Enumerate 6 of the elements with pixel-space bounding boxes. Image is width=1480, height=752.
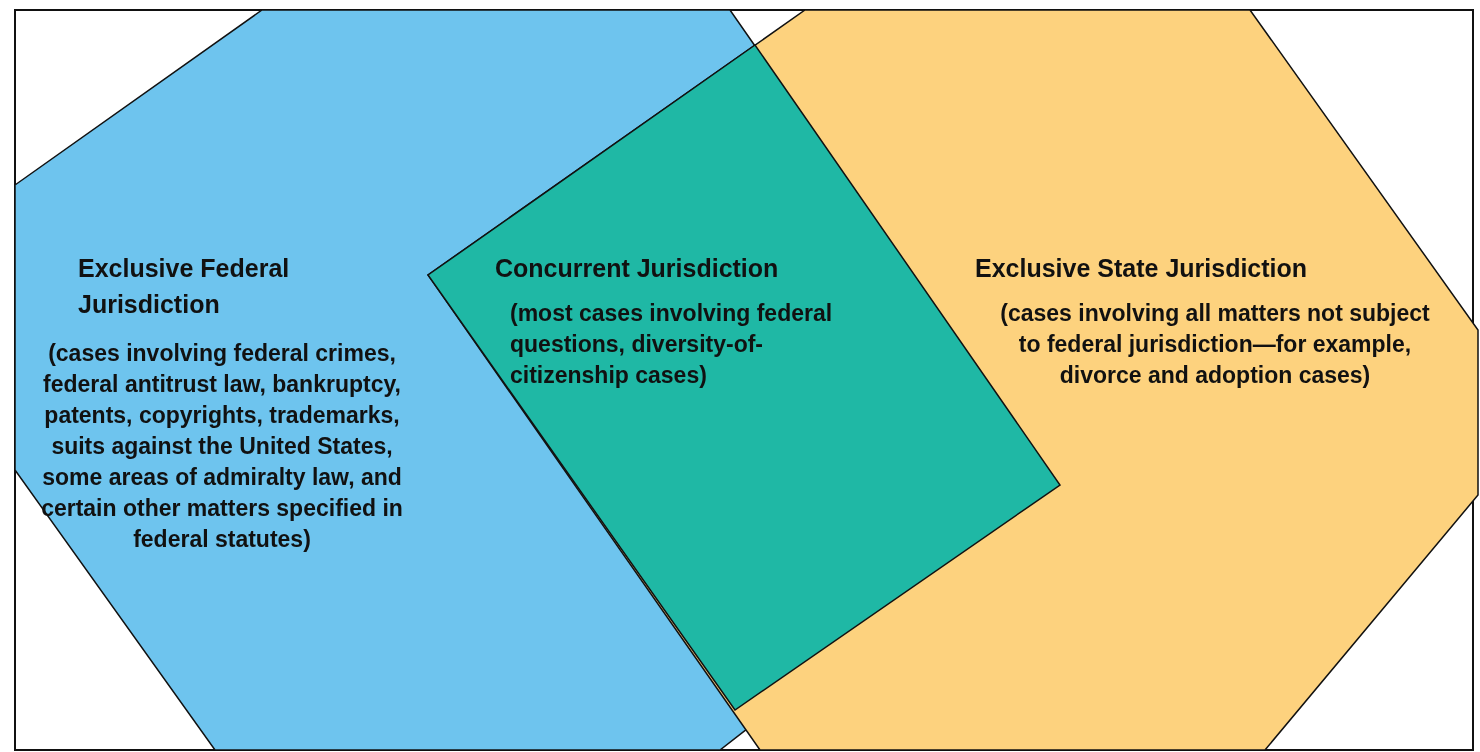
region-description: (most cases involving federal questions, diversity-of-citizenship cases) (510, 299, 834, 390)
region-description: (cases involving federal crimes, federal antitrust law, bankruptcy, patents, copyrights, trademarks, suits against the United States, some areas of admiralty law, and certain other matters specified in federal statutes) (40, 339, 404, 554)
region-heading: Exclusive State Jurisdiction (975, 253, 1309, 284)
region-heading: Concurrent Jurisdiction (495, 253, 780, 284)
region-description: (cases involving all matters not subject to federal jurisdiction—for example, divorce and adoption cases) (999, 299, 1431, 390)
region-heading: Exclusive Federal Jurisdiction (78, 253, 291, 320)
